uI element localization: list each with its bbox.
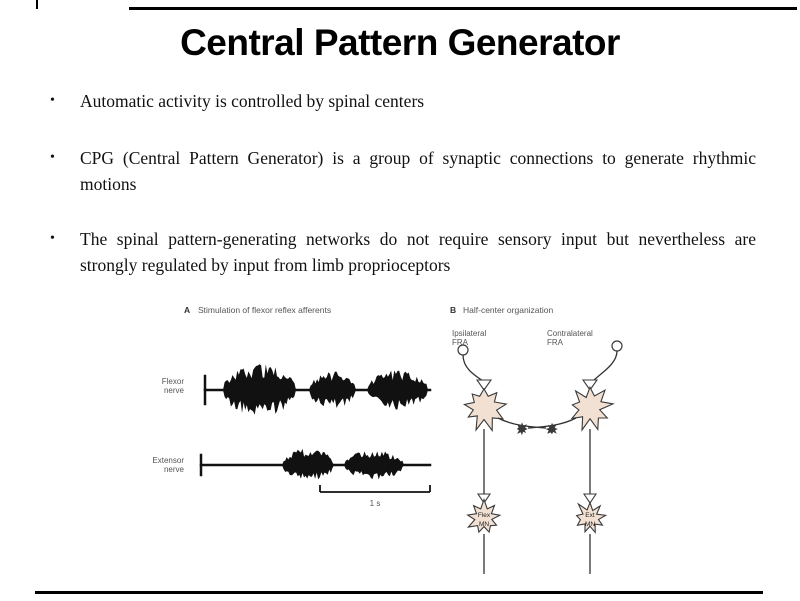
slide-top-border (129, 7, 797, 10)
contralateral-fra-label: Contralateral (547, 329, 593, 338)
contralateral-fra-axon (592, 350, 618, 382)
extensor-burst (344, 451, 404, 480)
contralateral-fra-label: FRA (547, 338, 564, 347)
bullet-text-1: Automatic activity is controlled by spin… (80, 91, 425, 111)
extensor-nerve-label: nerve (164, 465, 185, 474)
bullet-item-1: • Automatic activity is controlled by sp… (44, 88, 760, 114)
flexor-nerve-label: Flexor (162, 377, 185, 386)
flex-mn-label: MN (479, 521, 489, 528)
bullet-text-3: The spinal pattern-generating networks d… (80, 229, 756, 275)
extensor-motoneuron (575, 501, 608, 534)
bullet-marker: • (50, 231, 55, 246)
excitatory-synapse-icon (475, 379, 493, 391)
slide-title: Central Pattern Generator (180, 22, 620, 63)
bullet-text-2: CPG (Central Pattern Generator) is a gro… (80, 148, 756, 194)
ipsilateral-fra-label: Ipsilateral (452, 329, 486, 338)
extensor-burst (282, 448, 334, 480)
ipsilateral-fra-axon (462, 354, 484, 382)
flexor-nerve-label: nerve (164, 386, 185, 395)
bullet-item-2: • CPG (Central Pattern Generator) is a g… (44, 145, 760, 197)
flexor-burst (367, 370, 428, 410)
inhibitory-synapse-icon (516, 422, 528, 436)
panel-a-label: A (184, 305, 190, 315)
panel-b-label: B (450, 305, 456, 315)
excitatory-synapse-icon (582, 493, 598, 504)
cpg-figure-svg: A Stimulation of flexor reflex afferents… (152, 305, 623, 574)
bullet-marker: • (50, 150, 55, 165)
flexor-burst (309, 371, 356, 408)
panel-a-title: Stimulation of flexor reflex afferents (198, 305, 331, 315)
slide-bottom-border (35, 591, 763, 594)
extensor-half-center-neuron (570, 385, 615, 432)
contralateral-fra-terminal-icon (611, 340, 623, 352)
bullet-marker: • (50, 93, 55, 108)
ext-mn-label: Ext (585, 512, 595, 519)
flex-mn-label: Flex (478, 512, 491, 519)
slide-corner-mark (36, 0, 38, 9)
ipsilateral-fra-label: FRA (452, 338, 469, 347)
panel-b-title: Half-center organization (463, 305, 554, 315)
ipsilateral-fra-terminal-icon (457, 344, 469, 356)
ext-mn-label: MN (585, 521, 595, 528)
extensor-nerve-label: Extensor (152, 456, 184, 465)
excitatory-synapse-icon (581, 379, 599, 391)
flexor-burst (223, 364, 296, 415)
inhibitory-synapse-icon (545, 422, 558, 435)
bullet-item-3: • The spinal pattern-generating networks… (44, 226, 760, 278)
flexor-motoneuron (466, 497, 502, 534)
time-scale-label: 1 s (370, 499, 381, 508)
flexor-half-center-neuron (462, 387, 508, 433)
cpg-figure: A Stimulation of flexor reflex afferents… (128, 296, 648, 596)
